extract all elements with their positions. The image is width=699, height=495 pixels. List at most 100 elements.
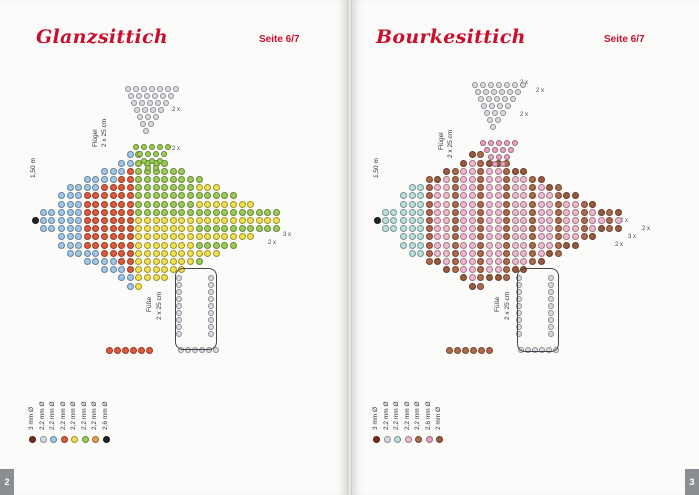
bead (230, 225, 237, 233)
bead (118, 200, 126, 208)
bead (477, 217, 485, 224)
bead (492, 147, 498, 153)
legend-size-label: 3 mm Ø (28, 406, 35, 430)
bead (92, 217, 100, 224)
bead (516, 331, 522, 337)
bead (503, 225, 511, 233)
bead (83, 249, 91, 257)
legend-bead (383, 436, 391, 443)
bead (58, 225, 65, 233)
bead (204, 217, 212, 224)
bead (494, 200, 502, 208)
bead (40, 217, 47, 224)
legend-size-label: 2,2 mm Ø (403, 401, 411, 430)
bead (537, 241, 545, 249)
bead (615, 217, 622, 224)
bead (520, 258, 528, 265)
bead (101, 176, 108, 183)
bead (492, 110, 498, 116)
bead (425, 176, 433, 183)
bead (408, 184, 416, 192)
bead (195, 225, 203, 233)
bead (554, 200, 562, 208)
bead (230, 233, 237, 241)
bead (417, 249, 425, 257)
bead (503, 217, 511, 224)
bead (486, 258, 493, 265)
bead (176, 324, 182, 330)
bead (145, 114, 151, 120)
legend-size-label: 2,6 mm Ø (101, 401, 109, 430)
bead (126, 200, 134, 208)
bead (563, 225, 571, 233)
bead (195, 208, 203, 216)
bead (520, 208, 528, 216)
bead (496, 154, 502, 160)
bead (118, 249, 126, 257)
bead (176, 303, 182, 309)
bead (606, 208, 614, 216)
bead (141, 158, 147, 164)
bead (615, 225, 622, 233)
bead (118, 167, 126, 175)
bead (273, 217, 280, 224)
bead (135, 200, 143, 208)
bead (152, 249, 160, 257)
bead (572, 192, 579, 200)
bead (554, 192, 562, 200)
bead (126, 192, 134, 200)
bead (451, 167, 459, 175)
bead (126, 176, 134, 183)
bead (417, 192, 425, 200)
bead (176, 289, 182, 295)
bead (101, 249, 108, 257)
bead (494, 176, 502, 183)
bead (135, 249, 143, 257)
bead (176, 310, 182, 316)
bead (101, 233, 108, 241)
bead (212, 225, 220, 233)
bead (548, 310, 554, 316)
bead (451, 200, 459, 208)
bead (75, 208, 83, 216)
bead (255, 208, 263, 216)
bead (468, 184, 476, 192)
bead (434, 217, 442, 224)
bead (483, 89, 489, 95)
bead (382, 209, 389, 216)
bead (109, 266, 117, 274)
bead (481, 103, 487, 109)
bead (546, 217, 554, 224)
bead (382, 225, 389, 232)
bead (163, 100, 169, 106)
bead (178, 217, 186, 224)
legend-size-label: 2,2 mm Ø (91, 401, 98, 430)
bead (126, 159, 134, 167)
bead (532, 347, 538, 353)
page-title: Bourkesittich (376, 26, 526, 48)
bead (511, 184, 519, 192)
bead (546, 200, 554, 208)
bead (238, 225, 246, 233)
bead (554, 217, 562, 224)
bead (149, 158, 155, 164)
bead (503, 167, 511, 175)
bead (503, 274, 511, 282)
bead (486, 96, 492, 102)
bead (516, 289, 522, 295)
bead (494, 217, 502, 224)
bead (529, 249, 536, 257)
bead (155, 100, 161, 106)
bead (221, 200, 229, 208)
bead (468, 249, 476, 257)
feet-label: Füße (494, 296, 501, 312)
bead (135, 274, 143, 282)
bead (152, 217, 160, 224)
legend-bead (29, 436, 36, 443)
bead (83, 176, 91, 183)
repeat-mark: 2 x (642, 226, 651, 232)
legend-size-label: 2,2 mm Ø (414, 401, 421, 430)
bead (443, 266, 450, 274)
bead (144, 176, 151, 183)
bead (126, 282, 134, 290)
